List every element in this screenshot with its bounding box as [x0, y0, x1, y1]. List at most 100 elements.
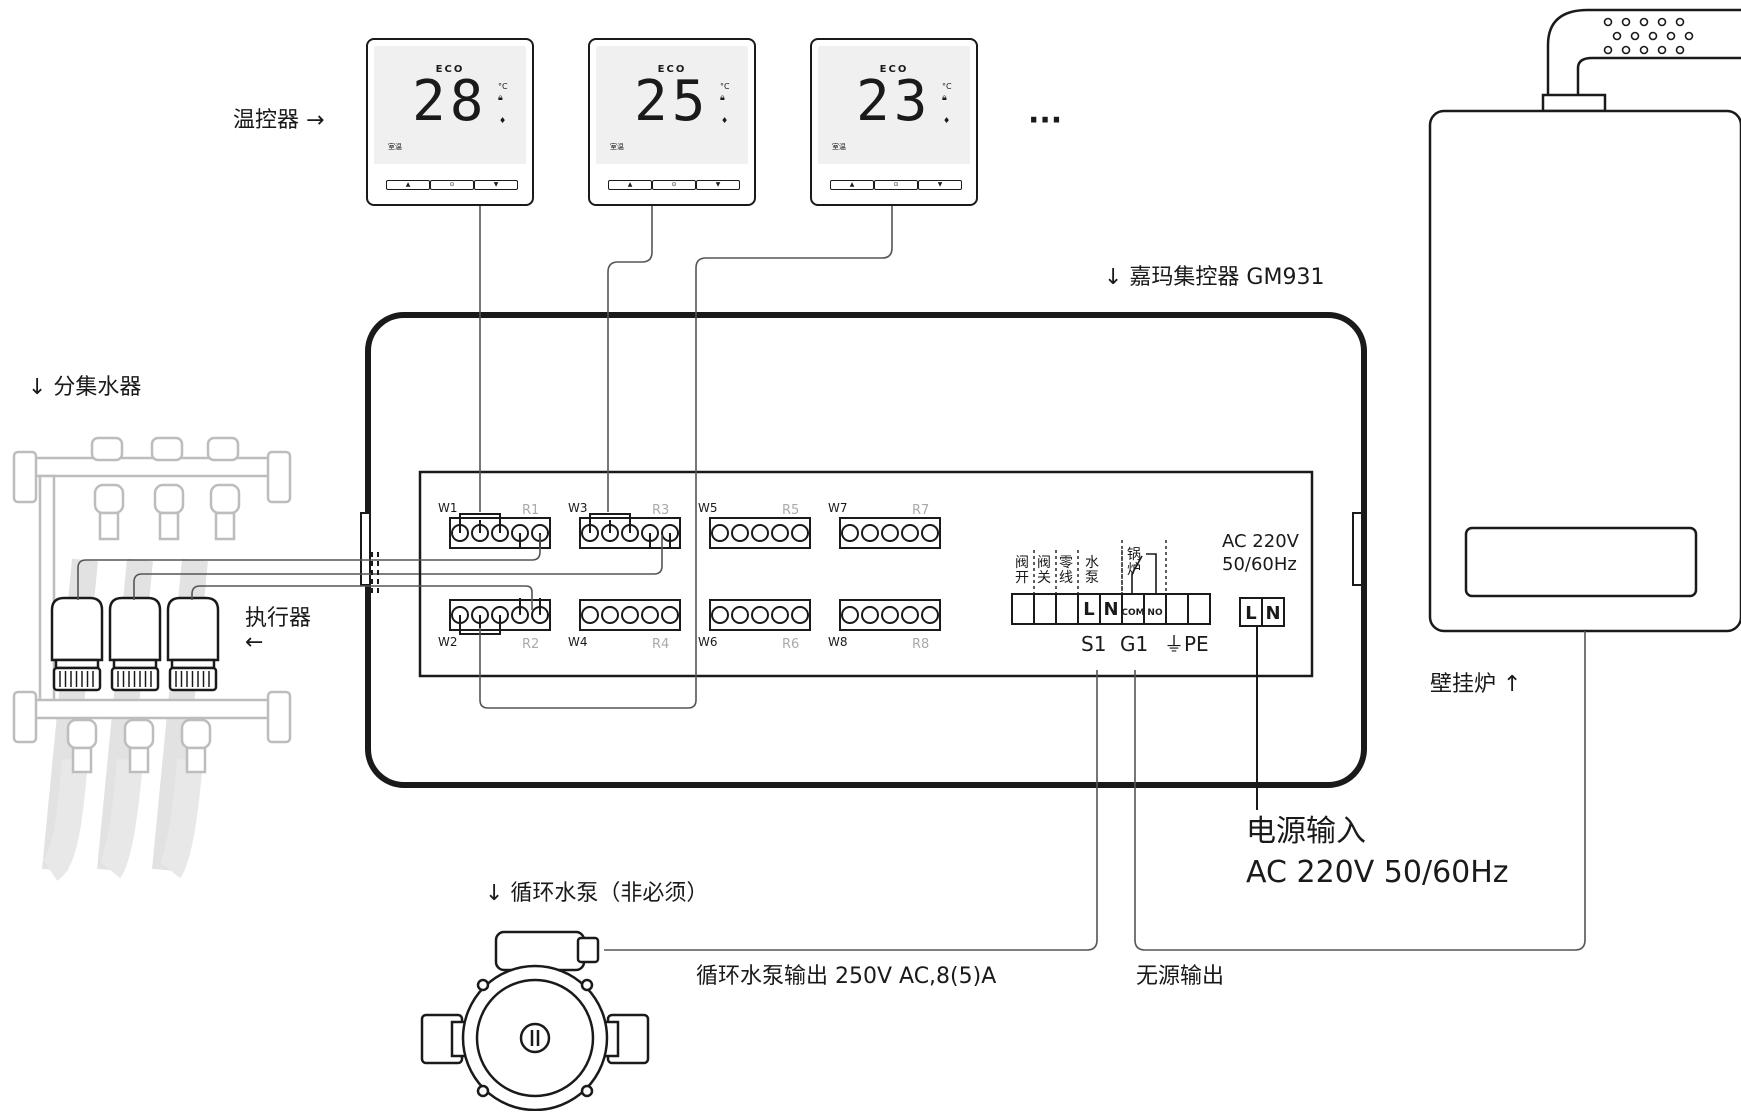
thermostat-label: 温控器 → — [233, 108, 325, 133]
output-terminal-cell — [1187, 593, 1211, 625]
output-caption-char: 关 — [1037, 570, 1051, 586]
thermostat-unit: °C — [498, 82, 508, 91]
actuator-label: 执行器 — [245, 606, 312, 631]
zone-r-label: R5 — [782, 503, 799, 518]
flame-icon: ♦ — [943, 116, 951, 125]
manifold-label: ↓ 分集水器 — [28, 375, 142, 400]
output-caption-char: 水 — [1085, 555, 1099, 571]
power-input-spec: AC 220V 50/60Hz — [1246, 855, 1509, 890]
pump-output-label: 循环水泵输出 250V AC,8(5)A — [696, 964, 997, 989]
zone-r-label: R8 — [912, 637, 929, 652]
zone-w-label: W4 — [568, 635, 588, 649]
output-caption: 阀开 — [1012, 556, 1032, 586]
actuator-arrow: ← — [245, 630, 264, 655]
output-caption-char: 线 — [1059, 570, 1073, 586]
dry-output-label: 无源输出 — [1136, 964, 1225, 989]
thermostat-unit: °C — [942, 82, 952, 91]
controller-body — [360, 312, 1367, 788]
power-terminal-label-2: 50/60Hz — [1222, 554, 1297, 575]
wires — [77, 205, 1586, 951]
thermostat-button: ▲ — [386, 180, 430, 190]
output-caption-char: 锅 — [1127, 547, 1141, 563]
lock-icon: 🔒︎ — [942, 93, 947, 103]
zone-w-label: W2 — [438, 635, 458, 649]
circulation-pump — [420, 930, 650, 1112]
wall-boiler — [1428, 8, 1741, 633]
output-caption: 锅炉 — [1124, 548, 1144, 578]
output-bottom-label: G1 — [1120, 632, 1149, 656]
thermostat-temperature: 25 — [634, 69, 710, 134]
output-caption-char: 泵 — [1085, 570, 1099, 586]
power-terminal-label-1: AC 220V — [1222, 531, 1299, 552]
thermostat-room-label: 室温 — [832, 143, 846, 151]
output-caption-char: 零 — [1059, 555, 1073, 571]
output-caption-char: 炉 — [1127, 562, 1141, 578]
thermostat-button: ▼ — [474, 180, 518, 190]
output-terminal-label: N — [1103, 599, 1118, 620]
flame-icon: ♦ — [499, 116, 507, 125]
lock-icon: 🔒︎ — [498, 93, 503, 103]
zone-r-label: R2 — [522, 637, 539, 652]
terminal-block: W7 R7 — [828, 501, 941, 549]
thermostat-mode: ECO — [657, 64, 687, 75]
thermostat-button: ▲ — [830, 180, 874, 190]
output-terminal-cell — [1165, 593, 1189, 625]
terminal-block: W3 R3 — [568, 501, 681, 549]
power-input-title: 电源输入 — [1246, 814, 1366, 849]
zone-r-label: R7 — [912, 503, 929, 518]
zone-w-label: W1 — [438, 501, 458, 515]
output-caption-char: 阀 — [1037, 555, 1051, 571]
zone-w-label: W3 — [568, 501, 588, 515]
output-caption-char: 开 — [1015, 570, 1029, 586]
thermostat-button: ▼ — [696, 180, 740, 190]
terminal-block: W5 R5 — [698, 501, 811, 549]
output-terminal-cell — [1011, 593, 1035, 625]
output-caption: 水泵 — [1082, 556, 1102, 586]
housing-break-marks — [371, 552, 421, 596]
power-terminal-label: N — [1265, 603, 1280, 624]
output-terminal-label: COM — [1121, 608, 1144, 618]
zone-w-label: W5 — [698, 501, 718, 515]
output-caption: 零线 — [1056, 556, 1076, 586]
thermostat-temperature: 23 — [856, 69, 932, 134]
thermostat-mode: ECO — [435, 64, 465, 75]
lock-icon: 🔒︎ — [720, 93, 725, 103]
actuators — [50, 596, 220, 692]
thermostat-button: ▲ — [608, 180, 652, 190]
output-caption-char: 阀 — [1015, 555, 1029, 571]
zone-r-label: R3 — [652, 503, 669, 518]
output-terminal-label: L — [1083, 599, 1094, 620]
output-bottom-label: S1 — [1081, 632, 1107, 656]
pump-label: ↓ 循环水泵（非必须） — [485, 881, 709, 906]
flame-icon: ♦ — [721, 116, 729, 125]
thermostat-temperature: 28 — [412, 69, 488, 134]
power-terminal-label: L — [1245, 603, 1256, 624]
thermostat-unit: °C — [720, 82, 730, 91]
actuator — [166, 596, 220, 692]
zone-r-label: R4 — [652, 637, 669, 652]
zone-w-label: W6 — [698, 635, 718, 649]
thermostat-screen — [374, 46, 526, 164]
thermostat-button: ⊙ — [874, 180, 918, 190]
output-terminal-label: NO — [1147, 608, 1163, 618]
terminal-block: W2 R2 — [438, 598, 551, 652]
thermostat-button: ⊙ — [652, 180, 696, 190]
actuator — [108, 596, 162, 692]
output-bottom-label: ⏚PE — [1164, 632, 1209, 656]
thermostat-room-label: 室温 — [388, 143, 402, 151]
output-terminal-cell — [1033, 593, 1057, 625]
thermostat-room-label: 室温 — [610, 143, 624, 151]
power-terminal-cell — [1261, 597, 1285, 627]
zone-w-label: W7 — [828, 501, 848, 515]
thermostat-screen — [818, 46, 970, 164]
more-thermostats-ellipsis: ··· — [1028, 103, 1063, 138]
